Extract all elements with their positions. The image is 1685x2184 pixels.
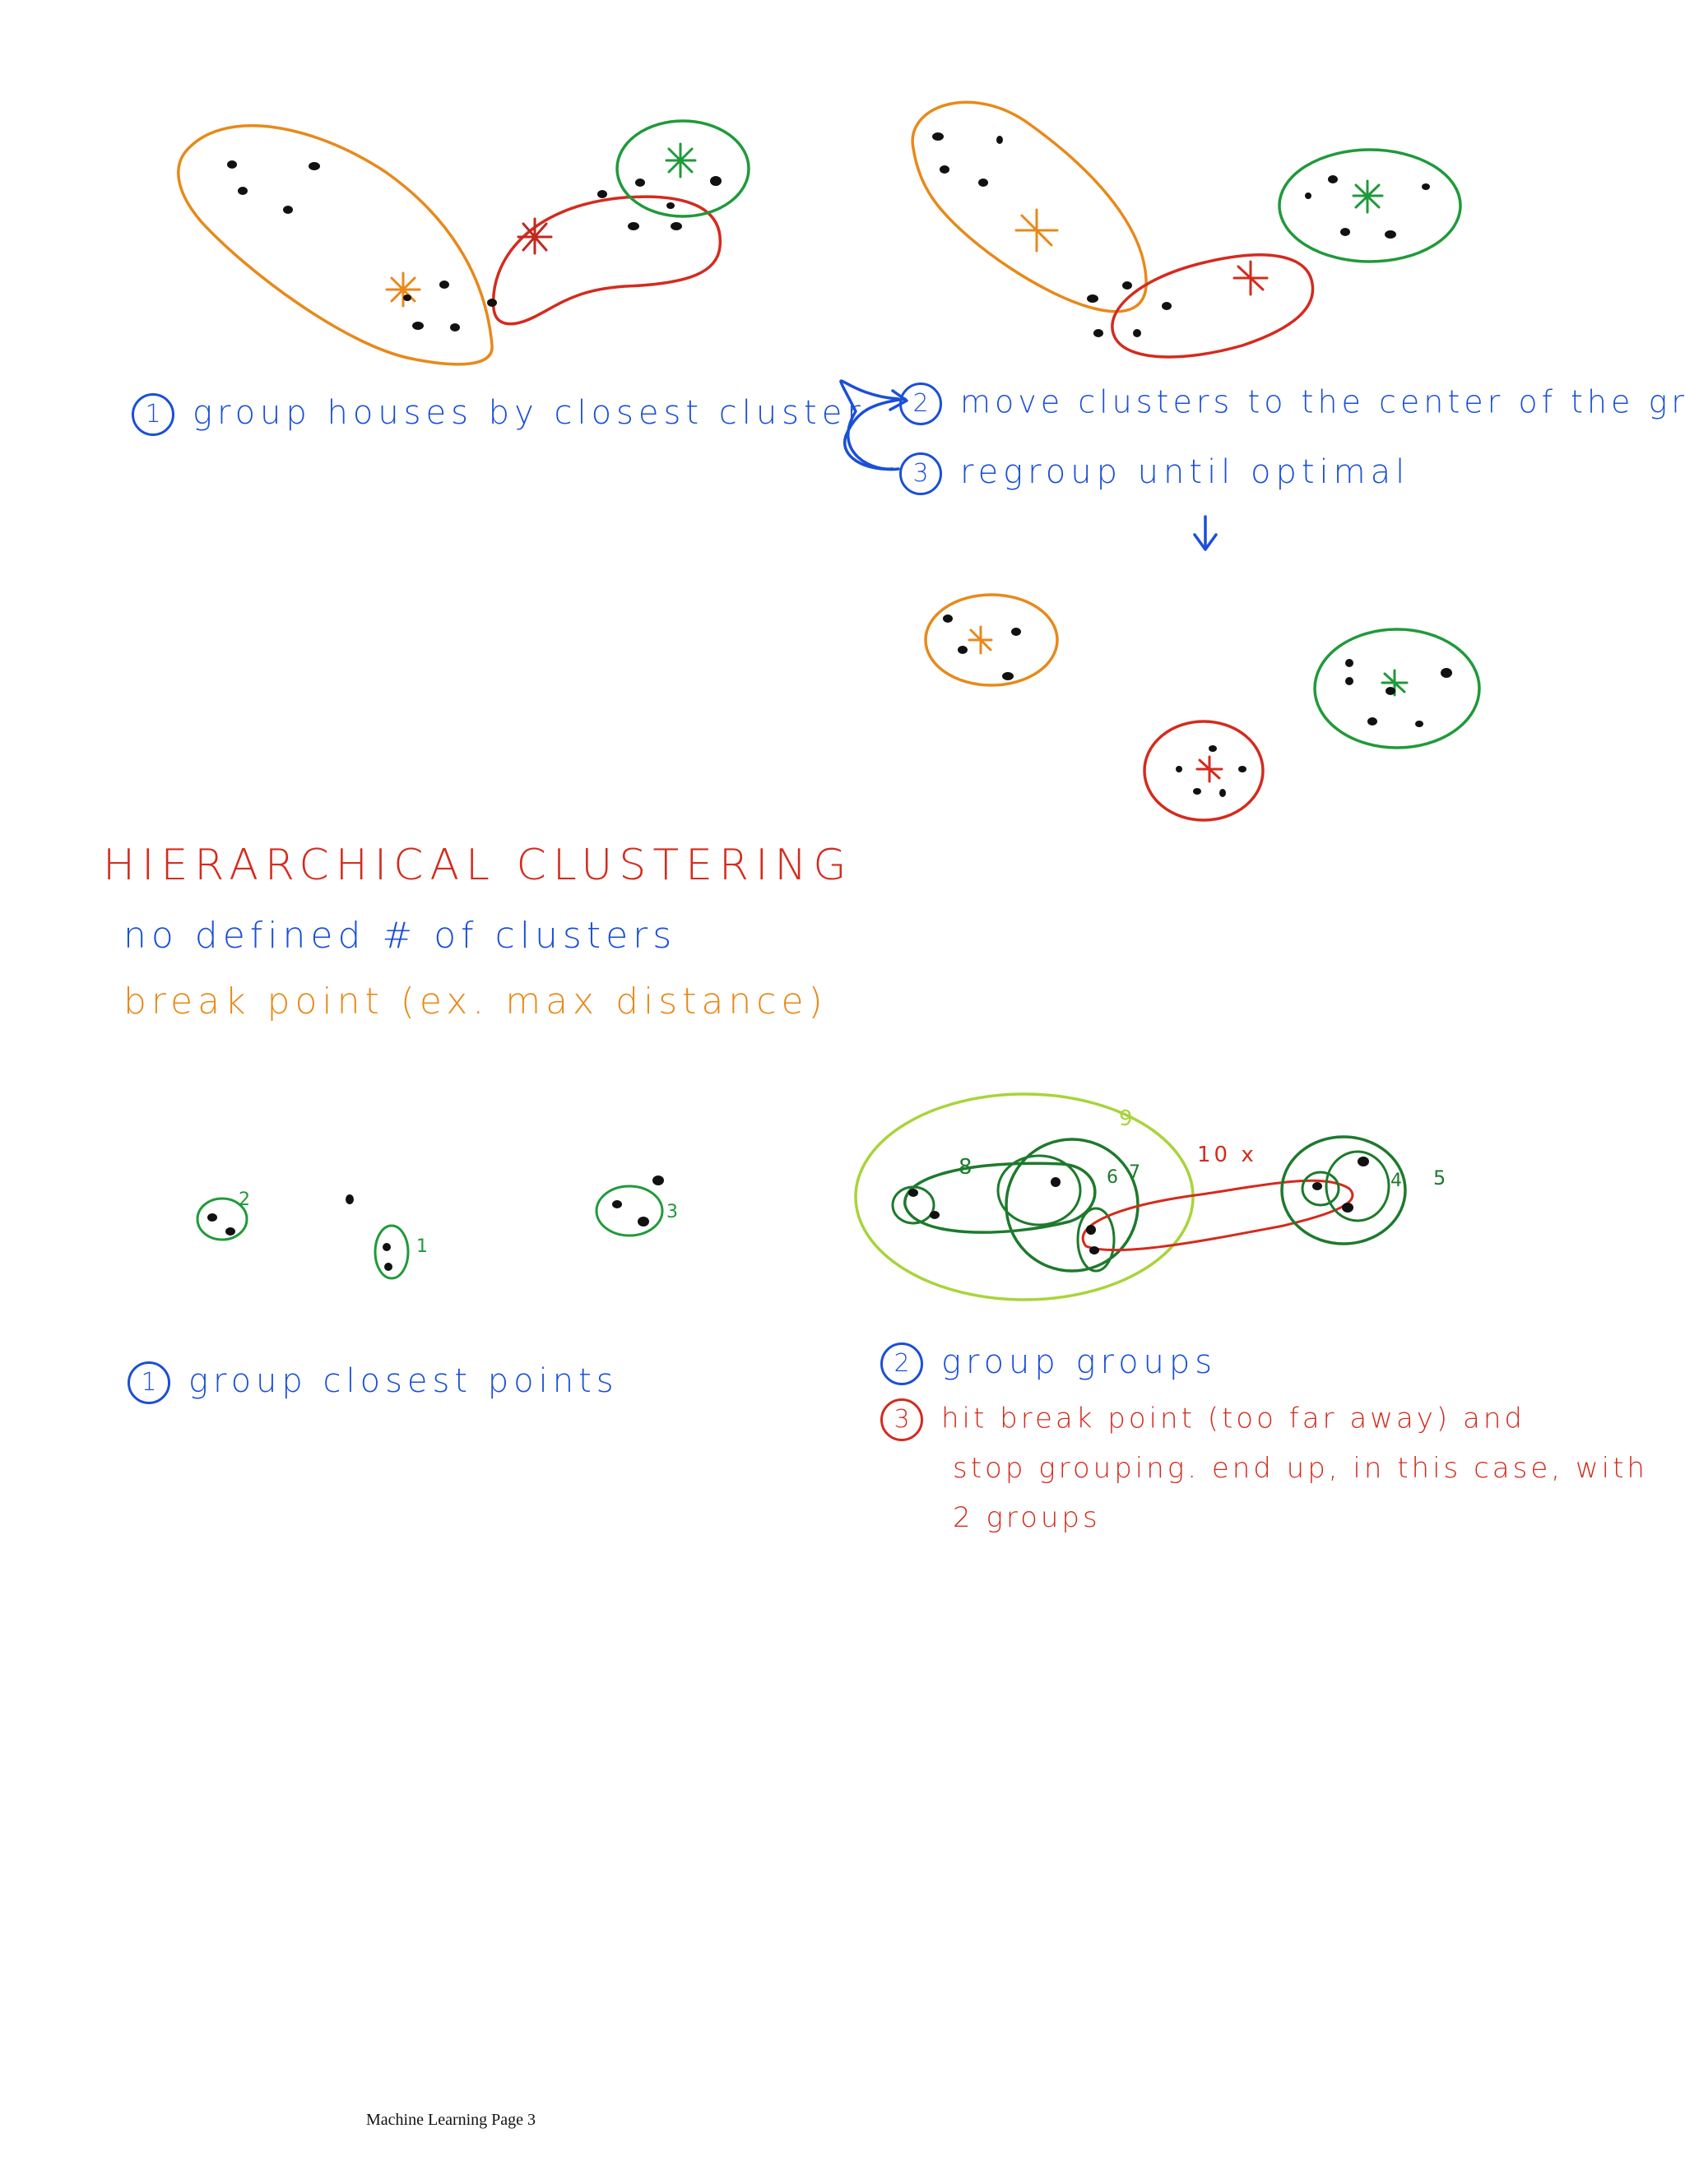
red-final-cluster [1143,720,1265,822]
red-cluster-outline-2 [1111,253,1315,359]
hierarchical-step3-text: 3 hit break point (too far away) and [880,1398,1525,1441]
label-9: 9 [1119,1106,1133,1131]
hierarchical-step1-text: 1 group closest points [128,1361,619,1404]
orange-final-cluster [924,593,1059,687]
hierarchical-line-2: break point (ex. max distance) [123,981,828,1022]
kmeans-step3-text: 3 regroup until optimal [899,452,1409,495]
green-centroid-icon [665,142,697,179]
step-number-3: 3 [899,452,942,495]
down-arrow-icon [1193,515,1218,551]
h-step-number-2: 2 [880,1342,923,1385]
kmeans-step1-text: 1 group houses by closest cluster [132,393,866,436]
group-2-inner [891,1185,935,1225]
h-step2-label: group groups [941,1343,1218,1381]
h-step-number-3: 3 [880,1398,923,1441]
label-1: 1 [416,1236,428,1257]
step1-label: group houses by closest cluster [193,394,866,432]
step-number-1: 1 [132,393,174,436]
group-4-outline [1325,1150,1390,1222]
label-2: 2 [239,1189,250,1210]
green-centroid-icon-2 [1352,179,1384,214]
hierarchical-step2-diagram: 4 5 6 7 8 9 10 x [854,1092,1446,1301]
label-7: 7 [1129,1162,1140,1183]
group-8-outline [903,1162,1097,1234]
label-5: 5 [1433,1166,1446,1189]
hierarchical-step3-line-2: stop grouping. end up, in this case, wit… [953,1452,1648,1485]
kmeans-step2-diagram [911,100,1462,359]
page-footer: Machine Learning Page 3 [366,2111,536,2129]
kmeans-optimal-diagram [924,593,1481,822]
hierarchical-line-1: no defined # of clusters [123,915,677,957]
kmeans-step2-text: 2 move clusters to the center of the grou… [899,383,1685,425]
group-5-outline [1280,1135,1407,1245]
group-1-inner [1076,1207,1116,1273]
h-step1-label: group closest points [188,1362,619,1400]
h-step-number-1: 1 [128,1361,170,1404]
group-6-outline [996,1154,1082,1226]
orange-centroid-icon [385,271,421,308]
label-3: 3 [666,1202,678,1222]
label-6: 6 [1107,1167,1118,1188]
h-step3-line-1: hit break point (too far away) and [941,1402,1525,1435]
orange-cluster-outline-2 [911,100,1148,313]
step-number-2: 2 [899,383,942,425]
kmeans-step1-diagram [177,119,750,366]
hierarchical-title: HIERARCHICAL CLUSTERING [103,841,853,890]
hierarchical-step2-text: 2 group groups [880,1342,1217,1385]
step2-label: move clusters to the center of the group [960,383,1685,420]
green-final-cluster [1313,628,1481,749]
orange-centroid-icon-2 [1014,208,1059,253]
house-points [227,160,722,332]
label-8: 8 [959,1155,972,1180]
house-points-2 [932,132,1430,337]
orange-cluster-outline [177,124,494,366]
label-4: 4 [1390,1171,1402,1191]
label-10x: 10 x [1197,1143,1257,1167]
hierarchical-step3-line-3: 2 groups [953,1501,1101,1534]
hierarchical-step1-diagram: 1 2 3 [196,1175,678,1280]
red-cluster-outline [491,195,722,326]
green-cluster-outline [615,119,750,218]
red-centroid-icon-2 [1232,260,1269,296]
break-link-outline [1081,1179,1354,1252]
group-9-outline [854,1092,1195,1301]
red-centroid-icon [517,217,553,255]
green-cluster-outline-2 [1278,148,1462,263]
step3-label: regroup until optimal [960,453,1410,491]
